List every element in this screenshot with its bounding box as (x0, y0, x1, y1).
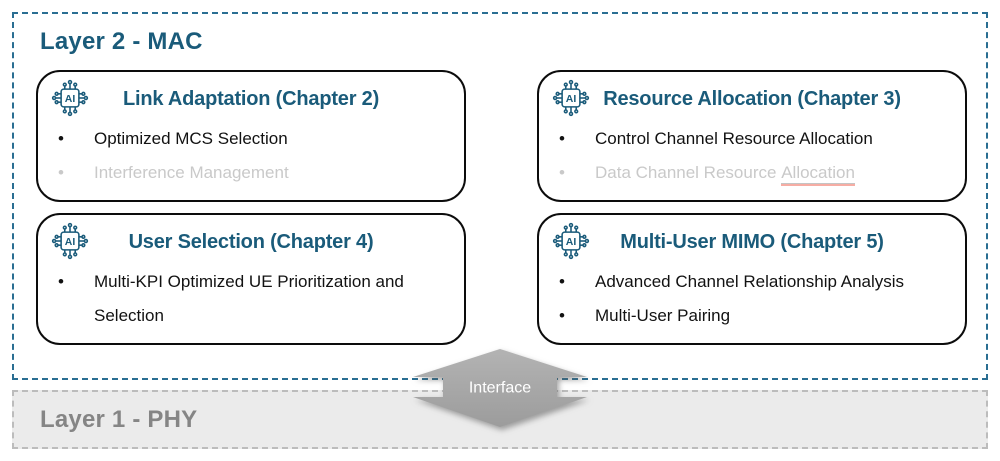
svg-text:AI: AI (65, 237, 76, 248)
ai-chip-icon: AI (548, 77, 594, 119)
bullet-text: Interference Management (94, 163, 289, 182)
bullet-list: Advanced Channel Relationship Analysis M… (539, 265, 965, 333)
feature-box-link-adaptation: AI Link Adaptati (36, 70, 466, 202)
feature-box-header: AI Link Adaptati (38, 72, 464, 118)
svg-text:AI: AI (566, 94, 577, 105)
bullet-item: Optimized MCS Selection (52, 122, 450, 156)
bullet-text: Multi-KPI Optimized UE Prioritization an… (94, 272, 404, 325)
feature-box-title: User Selection (Chapter 4) (128, 230, 374, 253)
interface-label: Interface (469, 380, 531, 397)
layer2-title: Layer 2 - MAC (40, 28, 203, 55)
bullet-text: Multi-User Pairing (595, 306, 731, 325)
interface-arrow: Interface (413, 349, 587, 427)
ai-chip-icon: AI (47, 77, 93, 119)
bullet-text: Optimized MCS Selection (94, 129, 288, 148)
svg-text:AI: AI (566, 237, 577, 248)
bullet-list: Control Channel Resource Allocation Data… (539, 122, 965, 190)
ai-chip-icon: AI (47, 220, 93, 262)
feature-box-resource-allocation: AI Resource Allo (537, 70, 967, 202)
feature-box-header: AI Resource Allo (539, 72, 965, 118)
bullet-text-underlined: Allocation (781, 163, 855, 184)
bullet-text-prefix: Data Channel Resource (595, 163, 777, 182)
svg-text:AI: AI (65, 94, 76, 105)
ai-chip-icon: AI (548, 220, 594, 262)
bullet-item: Control Channel Resource Allocation (553, 122, 951, 156)
feature-box-title: Multi-User MIMO (Chapter 5) (620, 230, 884, 253)
feature-box-title: Resource Allocation (Chapter 3) (603, 87, 901, 110)
feature-box-user-selection: AI User Selectio (36, 213, 466, 345)
layer1-title: Layer 1 - PHY (40, 405, 198, 433)
up-down-arrow-shape (413, 349, 587, 427)
bullet-text: Advanced Channel Relationship Analysis (595, 272, 905, 291)
bullet-list: Multi-KPI Optimized UE Prioritization an… (38, 265, 464, 333)
feature-box-header: AI User Selectio (38, 215, 464, 261)
layer2-mac-region: Layer 2 - MAC AI (12, 12, 988, 380)
bullet-list: Optimized MCS Selection Interference Man… (38, 122, 464, 190)
bullet-item: Multi-User Pairing (553, 299, 951, 333)
bullet-item: Multi-KPI Optimized UE Prioritization an… (52, 265, 450, 333)
bullet-item: Interference Management (52, 156, 450, 190)
feature-box-multi-user-mimo: AI Multi-User MI (537, 213, 967, 345)
bullet-item: Advanced Channel Relationship Analysis (553, 265, 951, 299)
bullet-text: Control Channel Resource Allocation (595, 129, 873, 148)
feature-box-title: Link Adaptation (Chapter 2) (122, 87, 380, 110)
feature-box-header: AI Multi-User MI (539, 215, 965, 261)
